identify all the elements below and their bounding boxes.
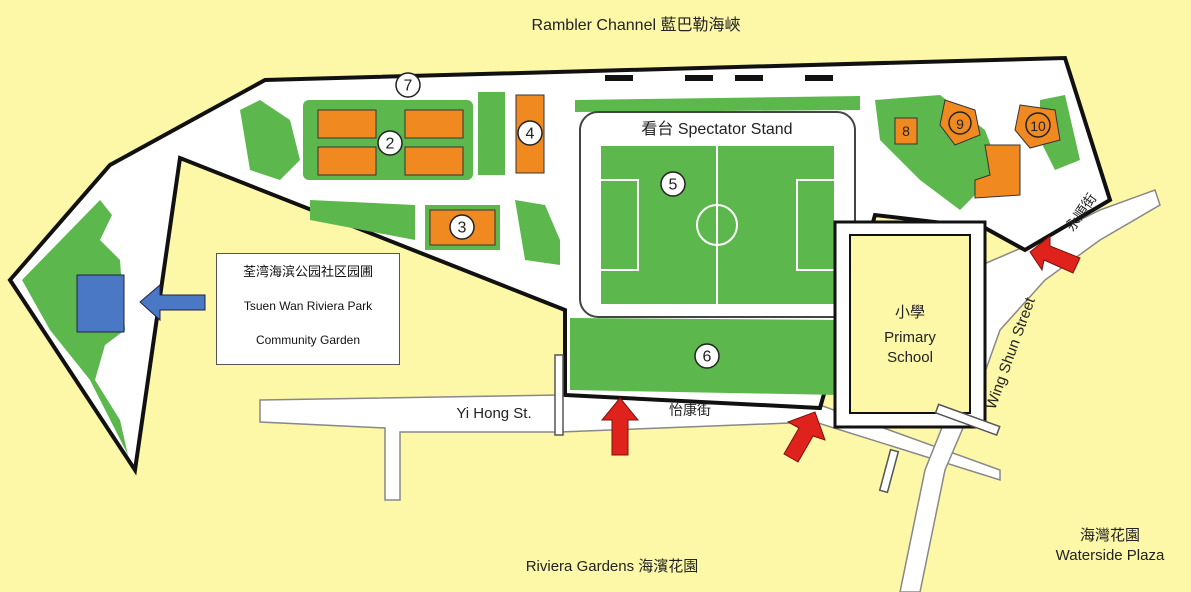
pitch-penalty-left — [599, 179, 639, 271]
yi-hong-street-label-en: Yi Hong St. — [456, 405, 531, 422]
marker-2-circle — [377, 130, 403, 156]
gate-road-2 — [878, 448, 900, 494]
grass-west-tip — [22, 200, 128, 455]
marker-3-circle — [449, 214, 475, 240]
tennis-court-1 — [317, 109, 377, 139]
tennis-court-3 — [404, 109, 464, 139]
entrance-arrow-3 — [1029, 234, 1081, 274]
rambler-channel-label: Rambler Channel 藍巴勒海峽 — [532, 16, 741, 34]
facility-building — [974, 144, 1021, 199]
pitch-center-circle — [696, 204, 738, 246]
marker-6: 6 — [703, 349, 712, 366]
facility-8 — [894, 117, 918, 145]
riviera-gardens-label: Riviera Gardens 海濱花園 — [526, 558, 699, 575]
school-label-en-1: Primary — [884, 329, 936, 346]
facility-markers: 7 2 3 4 5 6 8 9 10 — [377, 72, 1051, 369]
wing-shun-street-road — [899, 189, 1161, 592]
marker-8: 8 — [902, 123, 910, 139]
gate-road-3 — [934, 403, 1001, 437]
grass-blob — [515, 200, 560, 265]
legend-line-zh: 荃湾海滨公园社区园圃 — [242, 264, 373, 279]
grass-strip — [478, 92, 505, 175]
grass-west-lawn — [240, 100, 300, 180]
grass-north-strip — [575, 96, 860, 112]
school-label-zh: 小學 — [895, 303, 925, 321]
waterside-plaza-label-en: Waterside Plaza — [1056, 547, 1165, 564]
marker-10: 10 — [1030, 118, 1046, 134]
marker-4: 4 — [526, 126, 535, 143]
gates — [554, 354, 1001, 494]
legend-line-en-1: Tsuen Wan Riviera Park — [243, 299, 373, 313]
stadium — [579, 111, 856, 318]
marker-6-circle — [694, 343, 720, 369]
grass-south-lawn — [310, 200, 415, 240]
marker-7-circle — [395, 72, 421, 98]
school-label-en-2: School — [887, 349, 933, 366]
marker-2: 2 — [386, 136, 395, 153]
marker-5-circle — [660, 171, 686, 197]
marker-5: 5 — [669, 177, 678, 194]
marker-4-circle — [517, 120, 543, 146]
community-garden-legend: 荃湾海滨公园社区园圃 Tsuen Wan Riviera Park Commun… — [216, 253, 400, 365]
legend-line-en-2: Community Garden — [255, 333, 361, 347]
gate-yi-hong — [554, 354, 564, 436]
entrance-arrow-2 — [783, 411, 826, 463]
pier-markings — [605, 75, 833, 81]
tennis-court-2 — [317, 146, 377, 176]
marker-3: 3 — [458, 220, 467, 237]
marker-9-circle — [948, 111, 972, 135]
school-block — [833, 220, 987, 429]
marker-9: 9 — [956, 116, 964, 132]
community-garden-plot — [76, 274, 125, 333]
yi-hong-street-label-zh: 怡康街 — [669, 402, 711, 418]
spectator-stand-label: 看台 Spectator Stand — [641, 120, 792, 138]
entrance-arrows — [600, 234, 1081, 463]
entrance-arrow-1 — [600, 397, 640, 456]
marker-10-circle — [1025, 112, 1051, 138]
school-yard — [849, 234, 971, 414]
waterside-plaza-label-zh: 海灣花園 — [1080, 527, 1140, 544]
tennis-court-4 — [404, 146, 464, 176]
garden-pointer-arrow — [139, 283, 206, 322]
marker-7: 7 — [404, 78, 413, 95]
